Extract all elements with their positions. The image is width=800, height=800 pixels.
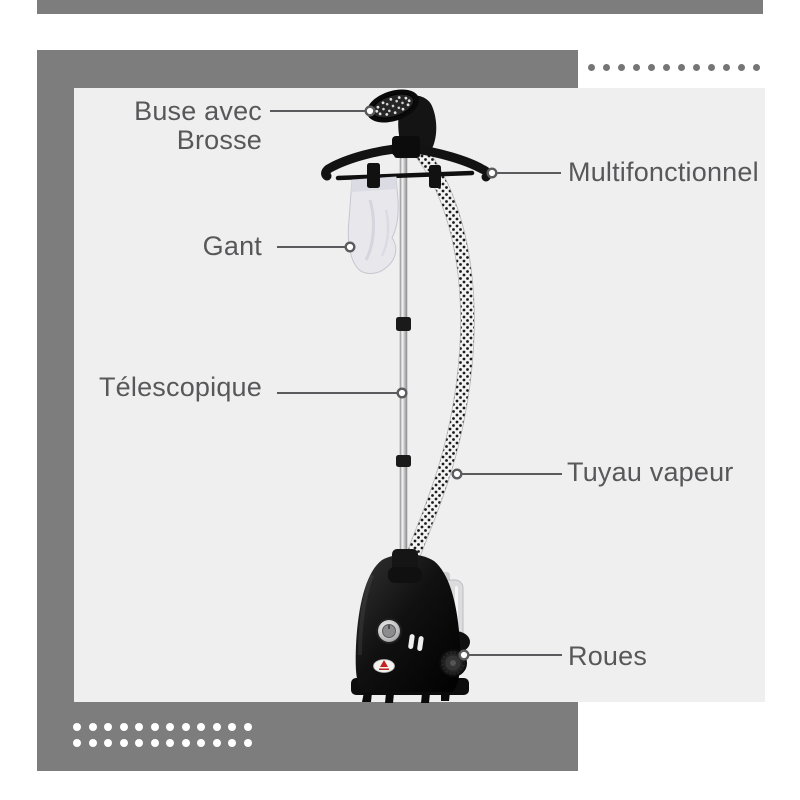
dot xyxy=(588,64,595,71)
steam-indicator-pills xyxy=(408,634,424,652)
base-body xyxy=(355,554,461,692)
dot xyxy=(150,723,159,731)
pole-clamp-lower xyxy=(396,455,411,467)
dot xyxy=(197,723,205,731)
dot xyxy=(708,64,715,71)
steam-hose xyxy=(397,145,475,584)
dot xyxy=(119,739,128,747)
dot xyxy=(212,739,221,747)
dot xyxy=(228,723,236,731)
annotation-anchors xyxy=(344,105,498,661)
roues-anchor-dot xyxy=(458,649,470,661)
dot xyxy=(228,739,236,747)
dot xyxy=(104,739,112,747)
telescopique-anchor-dot xyxy=(396,387,408,399)
top-dots-row xyxy=(588,64,760,71)
telescopic-pole xyxy=(396,157,411,587)
dot xyxy=(104,723,112,731)
annotation-lines xyxy=(270,110,562,656)
base-unit xyxy=(351,549,470,703)
label-telescopique: Télescopique xyxy=(98,372,262,402)
hanger-clip-left xyxy=(367,163,380,188)
dot xyxy=(212,723,221,731)
label-gant: Gant xyxy=(202,231,262,261)
dot xyxy=(633,64,640,71)
dot xyxy=(243,739,252,747)
label-buse-line1: Buse avec xyxy=(134,96,262,126)
dot xyxy=(723,64,730,71)
brush-face xyxy=(366,89,420,123)
dot xyxy=(618,64,625,71)
label-roues: Roues xyxy=(568,641,648,671)
multifonctionnel-anchor-dot xyxy=(486,167,498,179)
dot xyxy=(678,64,685,71)
control-dial xyxy=(376,618,402,644)
gant-anchor-dot xyxy=(344,241,356,253)
bottom-dots-grid xyxy=(73,723,252,747)
label-buse-line2: Brosse xyxy=(176,125,262,155)
dot xyxy=(648,64,655,71)
dot xyxy=(243,723,252,731)
dot xyxy=(693,64,700,71)
dot xyxy=(150,739,159,747)
dot xyxy=(738,64,745,71)
dot xyxy=(181,723,190,731)
hanger-clip-right xyxy=(429,165,441,188)
glove xyxy=(347,176,399,274)
dot xyxy=(603,64,610,71)
dot xyxy=(73,723,81,731)
label-buse-brosse: Buse avec Brosse xyxy=(134,97,262,155)
pole-clamp-upper xyxy=(396,317,411,331)
top-accent-bar xyxy=(37,0,763,14)
label-tuyau-vapeur: Tuyau vapeur xyxy=(567,457,734,487)
dot xyxy=(663,64,670,71)
dot xyxy=(135,723,143,731)
tuyau-anchor-dot xyxy=(451,468,463,480)
dot xyxy=(135,739,143,747)
base-feet xyxy=(362,692,450,703)
dot xyxy=(73,739,81,747)
dot xyxy=(166,723,174,731)
dot xyxy=(119,723,128,731)
dot xyxy=(88,739,97,747)
label-multifonctionnel: Multifonctionnel xyxy=(568,157,759,187)
brand-logo xyxy=(373,659,395,673)
dot xyxy=(181,739,190,747)
dot xyxy=(88,723,97,731)
dot xyxy=(166,739,174,747)
dot xyxy=(753,64,760,71)
buse-anchor-dot xyxy=(364,105,376,117)
dot xyxy=(197,739,205,747)
